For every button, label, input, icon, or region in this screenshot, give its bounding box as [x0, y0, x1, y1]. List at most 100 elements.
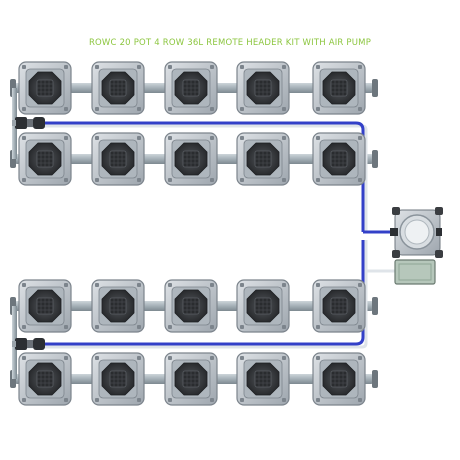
pot-clip	[64, 356, 68, 360]
pot-clip	[358, 178, 362, 182]
pot-clip	[316, 325, 320, 329]
pot-clip	[22, 65, 26, 69]
pot-clip	[168, 65, 172, 69]
pot-clip	[358, 398, 362, 402]
pipe-end-cap	[372, 297, 378, 315]
pot-clip	[210, 325, 214, 329]
pot-clip	[240, 107, 244, 111]
pot-clip	[64, 325, 68, 329]
pot-clip	[64, 136, 68, 140]
pot-clip	[95, 356, 99, 360]
pot-clip	[95, 398, 99, 402]
pot-clip	[168, 283, 172, 287]
pot-clip	[210, 178, 214, 182]
pot-clip	[64, 107, 68, 111]
pot-clip	[282, 107, 286, 111]
pipe-end-cap	[372, 370, 378, 388]
pot-clip	[210, 136, 214, 140]
pot-clip	[137, 398, 141, 402]
feed-lines	[18, 121, 398, 349]
grow-pot	[91, 279, 145, 333]
pot-clip	[210, 356, 214, 360]
remote-header-tank	[390, 207, 443, 258]
pot-clip	[210, 65, 214, 69]
pot-clip	[95, 325, 99, 329]
grow-pot	[312, 61, 366, 115]
pot-clip	[64, 283, 68, 287]
pot-clip	[95, 178, 99, 182]
pot-clip	[95, 107, 99, 111]
pot-clip	[22, 356, 26, 360]
pot-clip	[358, 136, 362, 140]
pot-clip	[64, 178, 68, 182]
water-line-upper	[44, 121, 365, 232]
pot-clip	[210, 107, 214, 111]
pot-clip	[22, 398, 26, 402]
grow-pot	[312, 352, 366, 406]
pot-clip	[240, 178, 244, 182]
pot-clip	[282, 65, 286, 69]
pot-clip	[22, 178, 26, 182]
pot-clip	[168, 107, 172, 111]
pot-clip	[137, 107, 141, 111]
grow-pot	[91, 132, 145, 186]
pot-clip	[358, 356, 362, 360]
pot-clip	[282, 356, 286, 360]
grow-pot	[312, 132, 366, 186]
pot-clip	[316, 107, 320, 111]
grow-pot	[164, 279, 218, 333]
water-line-lower	[44, 240, 365, 346]
pot-clip	[95, 136, 99, 140]
pot-clip	[137, 283, 141, 287]
air-pump	[394, 259, 436, 285]
grow-pot	[164, 61, 218, 115]
grow-pot	[236, 352, 290, 406]
pot-clip	[95, 283, 99, 287]
pot-clip	[240, 325, 244, 329]
pot-clip	[282, 136, 286, 140]
pot-clip	[358, 107, 362, 111]
grow-pot	[236, 61, 290, 115]
pot-clip	[168, 178, 172, 182]
pot-clip	[316, 136, 320, 140]
pot-clip	[137, 356, 141, 360]
pot-clip	[358, 65, 362, 69]
pot-clip	[316, 178, 320, 182]
pot-clip	[168, 398, 172, 402]
pot-clip	[168, 356, 172, 360]
grow-pot	[91, 352, 145, 406]
pot-clip	[316, 398, 320, 402]
pot-clip	[210, 283, 214, 287]
pipe-end-cap	[372, 79, 378, 97]
grow-pot	[312, 279, 366, 333]
grow-pot	[236, 132, 290, 186]
pot-clip	[137, 136, 141, 140]
pot-clip	[168, 325, 172, 329]
pot-clip	[358, 325, 362, 329]
pot-clip	[316, 356, 320, 360]
grow-pot	[18, 61, 72, 115]
pot-clip	[240, 356, 244, 360]
pot-clip	[282, 283, 286, 287]
pot-clip	[22, 283, 26, 287]
pot-clip	[240, 65, 244, 69]
grow-pot	[236, 279, 290, 333]
pot-clip	[316, 65, 320, 69]
grow-pot	[164, 132, 218, 186]
pot-clip	[358, 283, 362, 287]
pot-clip	[137, 65, 141, 69]
pot-clip	[282, 398, 286, 402]
pot-clip	[22, 136, 26, 140]
pot-clip	[240, 398, 244, 402]
drain-valve-upper	[12, 117, 45, 129]
pot-grid	[18, 61, 366, 406]
pot-clip	[282, 178, 286, 182]
drain-valve-lower	[12, 338, 45, 350]
pot-clip	[64, 398, 68, 402]
pot-clip	[64, 65, 68, 69]
grow-pot	[164, 352, 218, 406]
pot-clip	[22, 325, 26, 329]
pot-clip	[316, 283, 320, 287]
